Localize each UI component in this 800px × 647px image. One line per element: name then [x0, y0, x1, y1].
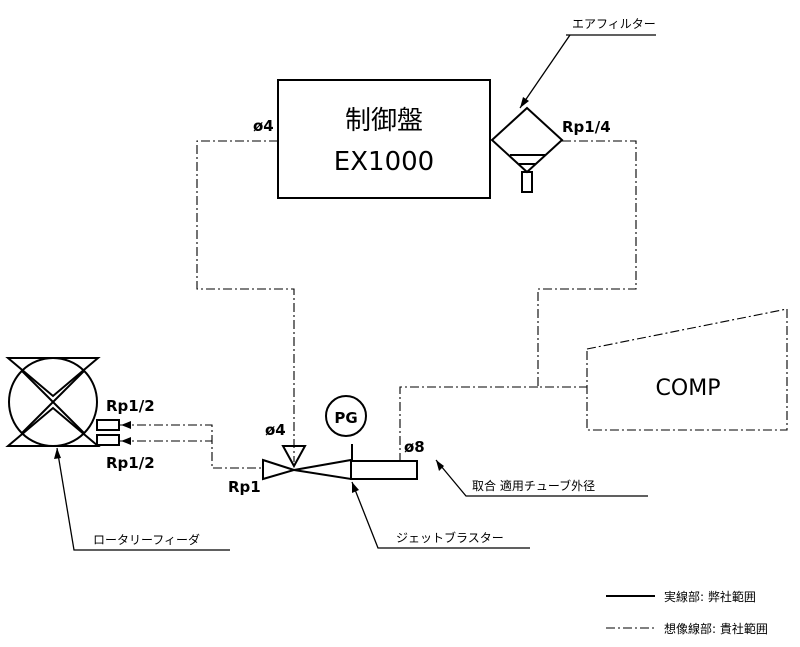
jet-blaster-leader	[351, 481, 530, 549]
blaster-outlet-label: ø8	[404, 438, 425, 456]
jet-blaster-arrowhead	[352, 482, 359, 493]
air-filter-arrowhead	[520, 97, 529, 108]
feeder-top-line	[120, 424, 263, 469]
rotary-feeder-leader	[56, 447, 230, 551]
jet-blaster-icon	[262, 395, 418, 481]
panel-port-label: ø4	[253, 117, 274, 135]
air-filter-label: エアフィルター	[572, 17, 656, 31]
comp-to-blaster-line	[399, 386, 538, 462]
control-panel-box	[277, 79, 491, 199]
legend-dashed-label: 想像線部: 貴社範囲	[664, 621, 768, 636]
jet-blaster-label: ジェットブラスター	[396, 530, 504, 545]
air-filter-port-label: Rp1/4	[562, 118, 611, 136]
blaster-hose-port-label: ø4	[265, 421, 286, 439]
compressor-label: COMP	[656, 376, 721, 401]
air-filter-leader	[519, 34, 571, 109]
pressure-gauge-label: PG	[334, 409, 357, 427]
filter-to-comp-line	[537, 140, 637, 388]
rotary-feeder-arrowhead	[54, 448, 61, 459]
blaster-inlet-port-label: Rp1	[228, 478, 261, 496]
feeder-port-top-label: Rp1/2	[106, 397, 155, 415]
rotary-feeder-icon	[5, 357, 120, 447]
control-panel-model: EX1000	[334, 147, 434, 177]
feeder-bottom-arrowhead	[121, 437, 131, 445]
control-panel-title: 制御盤	[345, 106, 423, 136]
feeder-top-arrowhead	[121, 421, 131, 429]
compressor-box	[586, 308, 788, 431]
tube-note-label: 取合 適用チューブ外径	[472, 478, 595, 493]
feeder-port-bottom-label: Rp1/2	[106, 454, 155, 472]
rotary-feeder-label: ロータリーフィーダ	[93, 532, 200, 547]
tube-note-arrowhead	[436, 460, 444, 471]
panel-to-blaster-line	[196, 140, 295, 462]
air-filter-icon	[490, 106, 564, 193]
legend-solid-label: 実線部: 弊社範囲	[664, 589, 756, 604]
tube-note-leader	[435, 459, 648, 497]
